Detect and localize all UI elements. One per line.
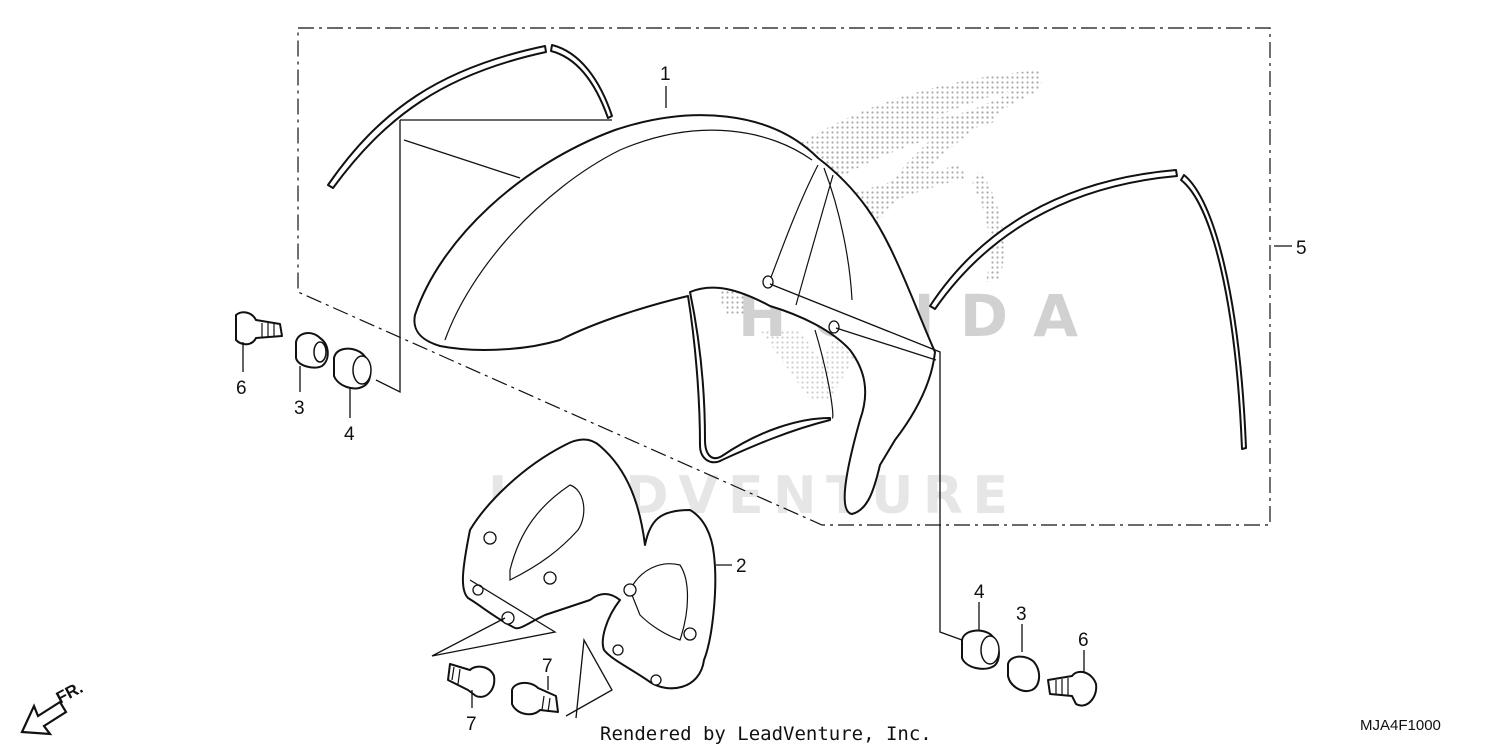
collar-right [1007,655,1040,692]
fender-stay [461,438,717,690]
callout-7-right: 7 [542,656,553,677]
callout-3-left: 3 [294,398,305,419]
front-direction-arrow: FR. [20,678,86,736]
diagram-code: MJA4F1000 [1360,717,1441,734]
stripe-decal-left [327,44,613,189]
callout-7-left: 7 [466,714,477,735]
callout-1: 1 [660,64,671,85]
collar-left [295,332,329,369]
callout-4-left: 4 [344,424,355,445]
flange-bolt-right [511,682,559,716]
flange-bolt-left [447,663,496,698]
front-fender [413,114,936,515]
render-credit: Rendered by LeadVenture, Inc. [600,723,932,745]
callout-6-left: 6 [236,378,247,399]
grommet-left [333,347,372,390]
callout-3-right: 3 [1016,604,1027,625]
kit-boundary-dashed [297,27,1271,526]
callout-6-right: 6 [1078,630,1089,651]
bolt-right [1047,670,1098,707]
callout-5: 5 [1296,238,1307,259]
grommet-right [961,629,1000,670]
callout-2: 2 [736,556,747,577]
stripe-decal-right [929,169,1247,450]
callout-4-right: 4 [974,582,985,603]
bolt-left [235,311,283,346]
leader-lines [242,86,1292,719]
